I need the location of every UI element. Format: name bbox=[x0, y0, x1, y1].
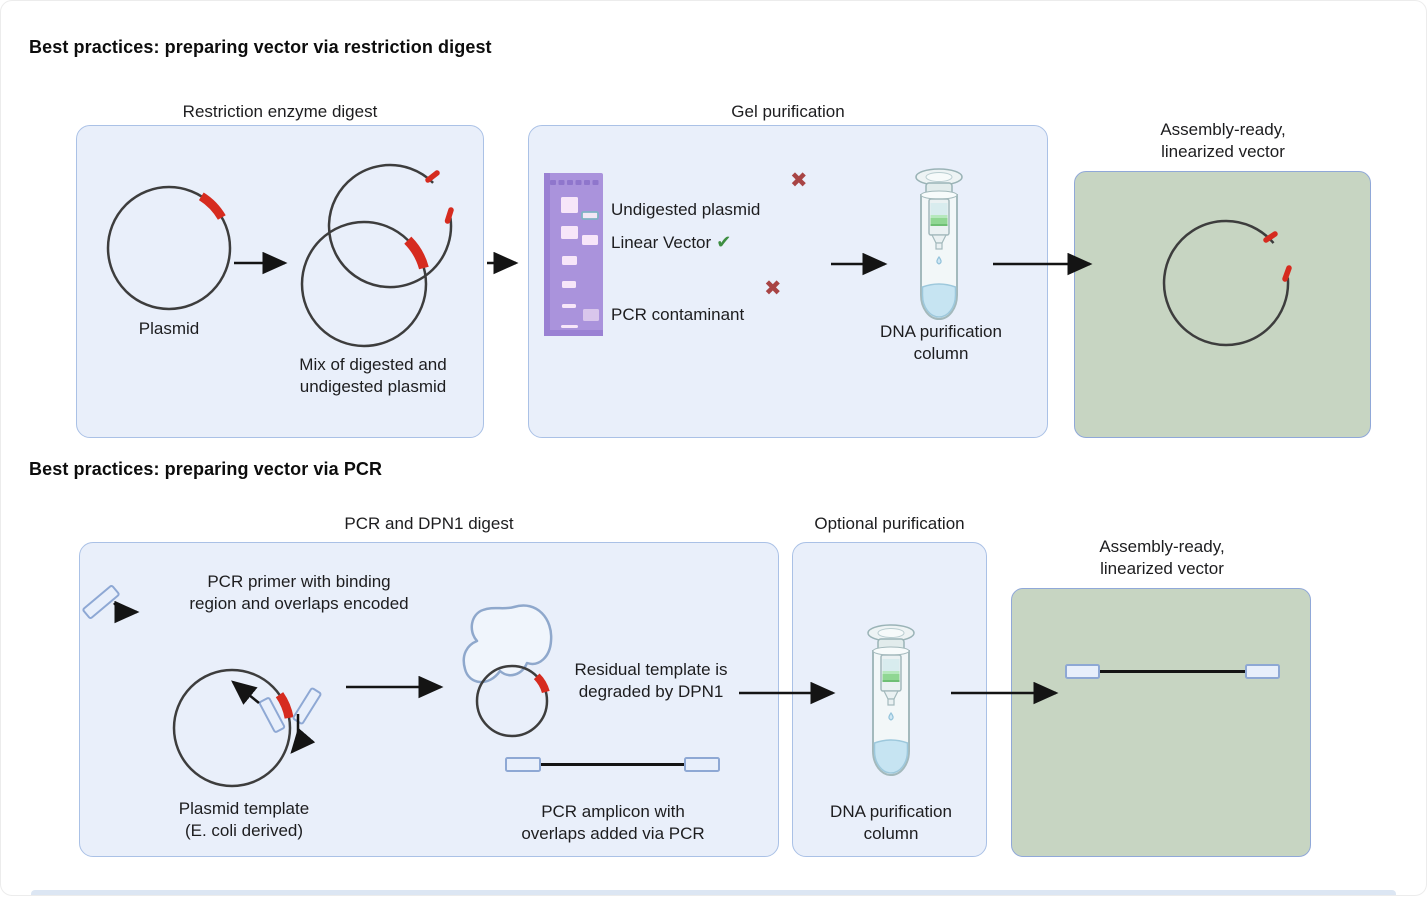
bottom-edge-strip bbox=[31, 890, 1396, 895]
cross-icon-contaminant: ✖ bbox=[764, 277, 782, 300]
panel-result-digest bbox=[1074, 171, 1371, 438]
section-title-pcr: Best practices: preparing vector via PCR bbox=[29, 459, 383, 479]
step-label-gel-purification: Gel purification bbox=[731, 102, 845, 121]
band-label-linear-vector-text: Linear Vector bbox=[611, 233, 712, 252]
column-label-digest: DNA purification column bbox=[880, 322, 1002, 364]
step-label-pcr-dpn1: PCR and DPN1 digest bbox=[344, 514, 514, 533]
panel-gel-purification bbox=[528, 125, 1048, 438]
band-label-pcr-contaminant: PCR contaminant bbox=[611, 305, 745, 324]
band-label-linear-vector: Linear Vector✔ bbox=[611, 232, 731, 253]
amplicon-label: PCR amplicon with overlaps added via PCR bbox=[521, 802, 705, 844]
template-label: Plasmid template (E. coli derived) bbox=[178, 799, 310, 841]
step-label-optional-purification: Optional purification bbox=[814, 514, 965, 533]
result-label-pcr: Assembly-ready, linearized vector bbox=[1099, 537, 1225, 579]
mix-label: Mix of digested and undigested plasmid bbox=[299, 355, 447, 397]
plasmid-label: Plasmid bbox=[138, 319, 200, 338]
column-label-pcr: DNA purification column bbox=[830, 802, 952, 844]
section-title-restriction-digest: Best practices: preparing vector via res… bbox=[29, 37, 492, 57]
band-label-undigested: Undigested plasmid bbox=[611, 200, 761, 219]
cross-icon-undigested: ✖ bbox=[790, 169, 808, 192]
panel-result-pcr bbox=[1011, 588, 1311, 857]
result-label-digest: Assembly-ready, linearized vector bbox=[1160, 120, 1286, 162]
step-label-restriction-digest: Restriction enzyme digest bbox=[182, 102, 378, 121]
check-icon: ✔ bbox=[716, 232, 732, 252]
primer-label: PCR primer with binding region and overl… bbox=[189, 572, 409, 614]
residual-label: Residual template is degraded by DPN1 bbox=[574, 660, 728, 702]
